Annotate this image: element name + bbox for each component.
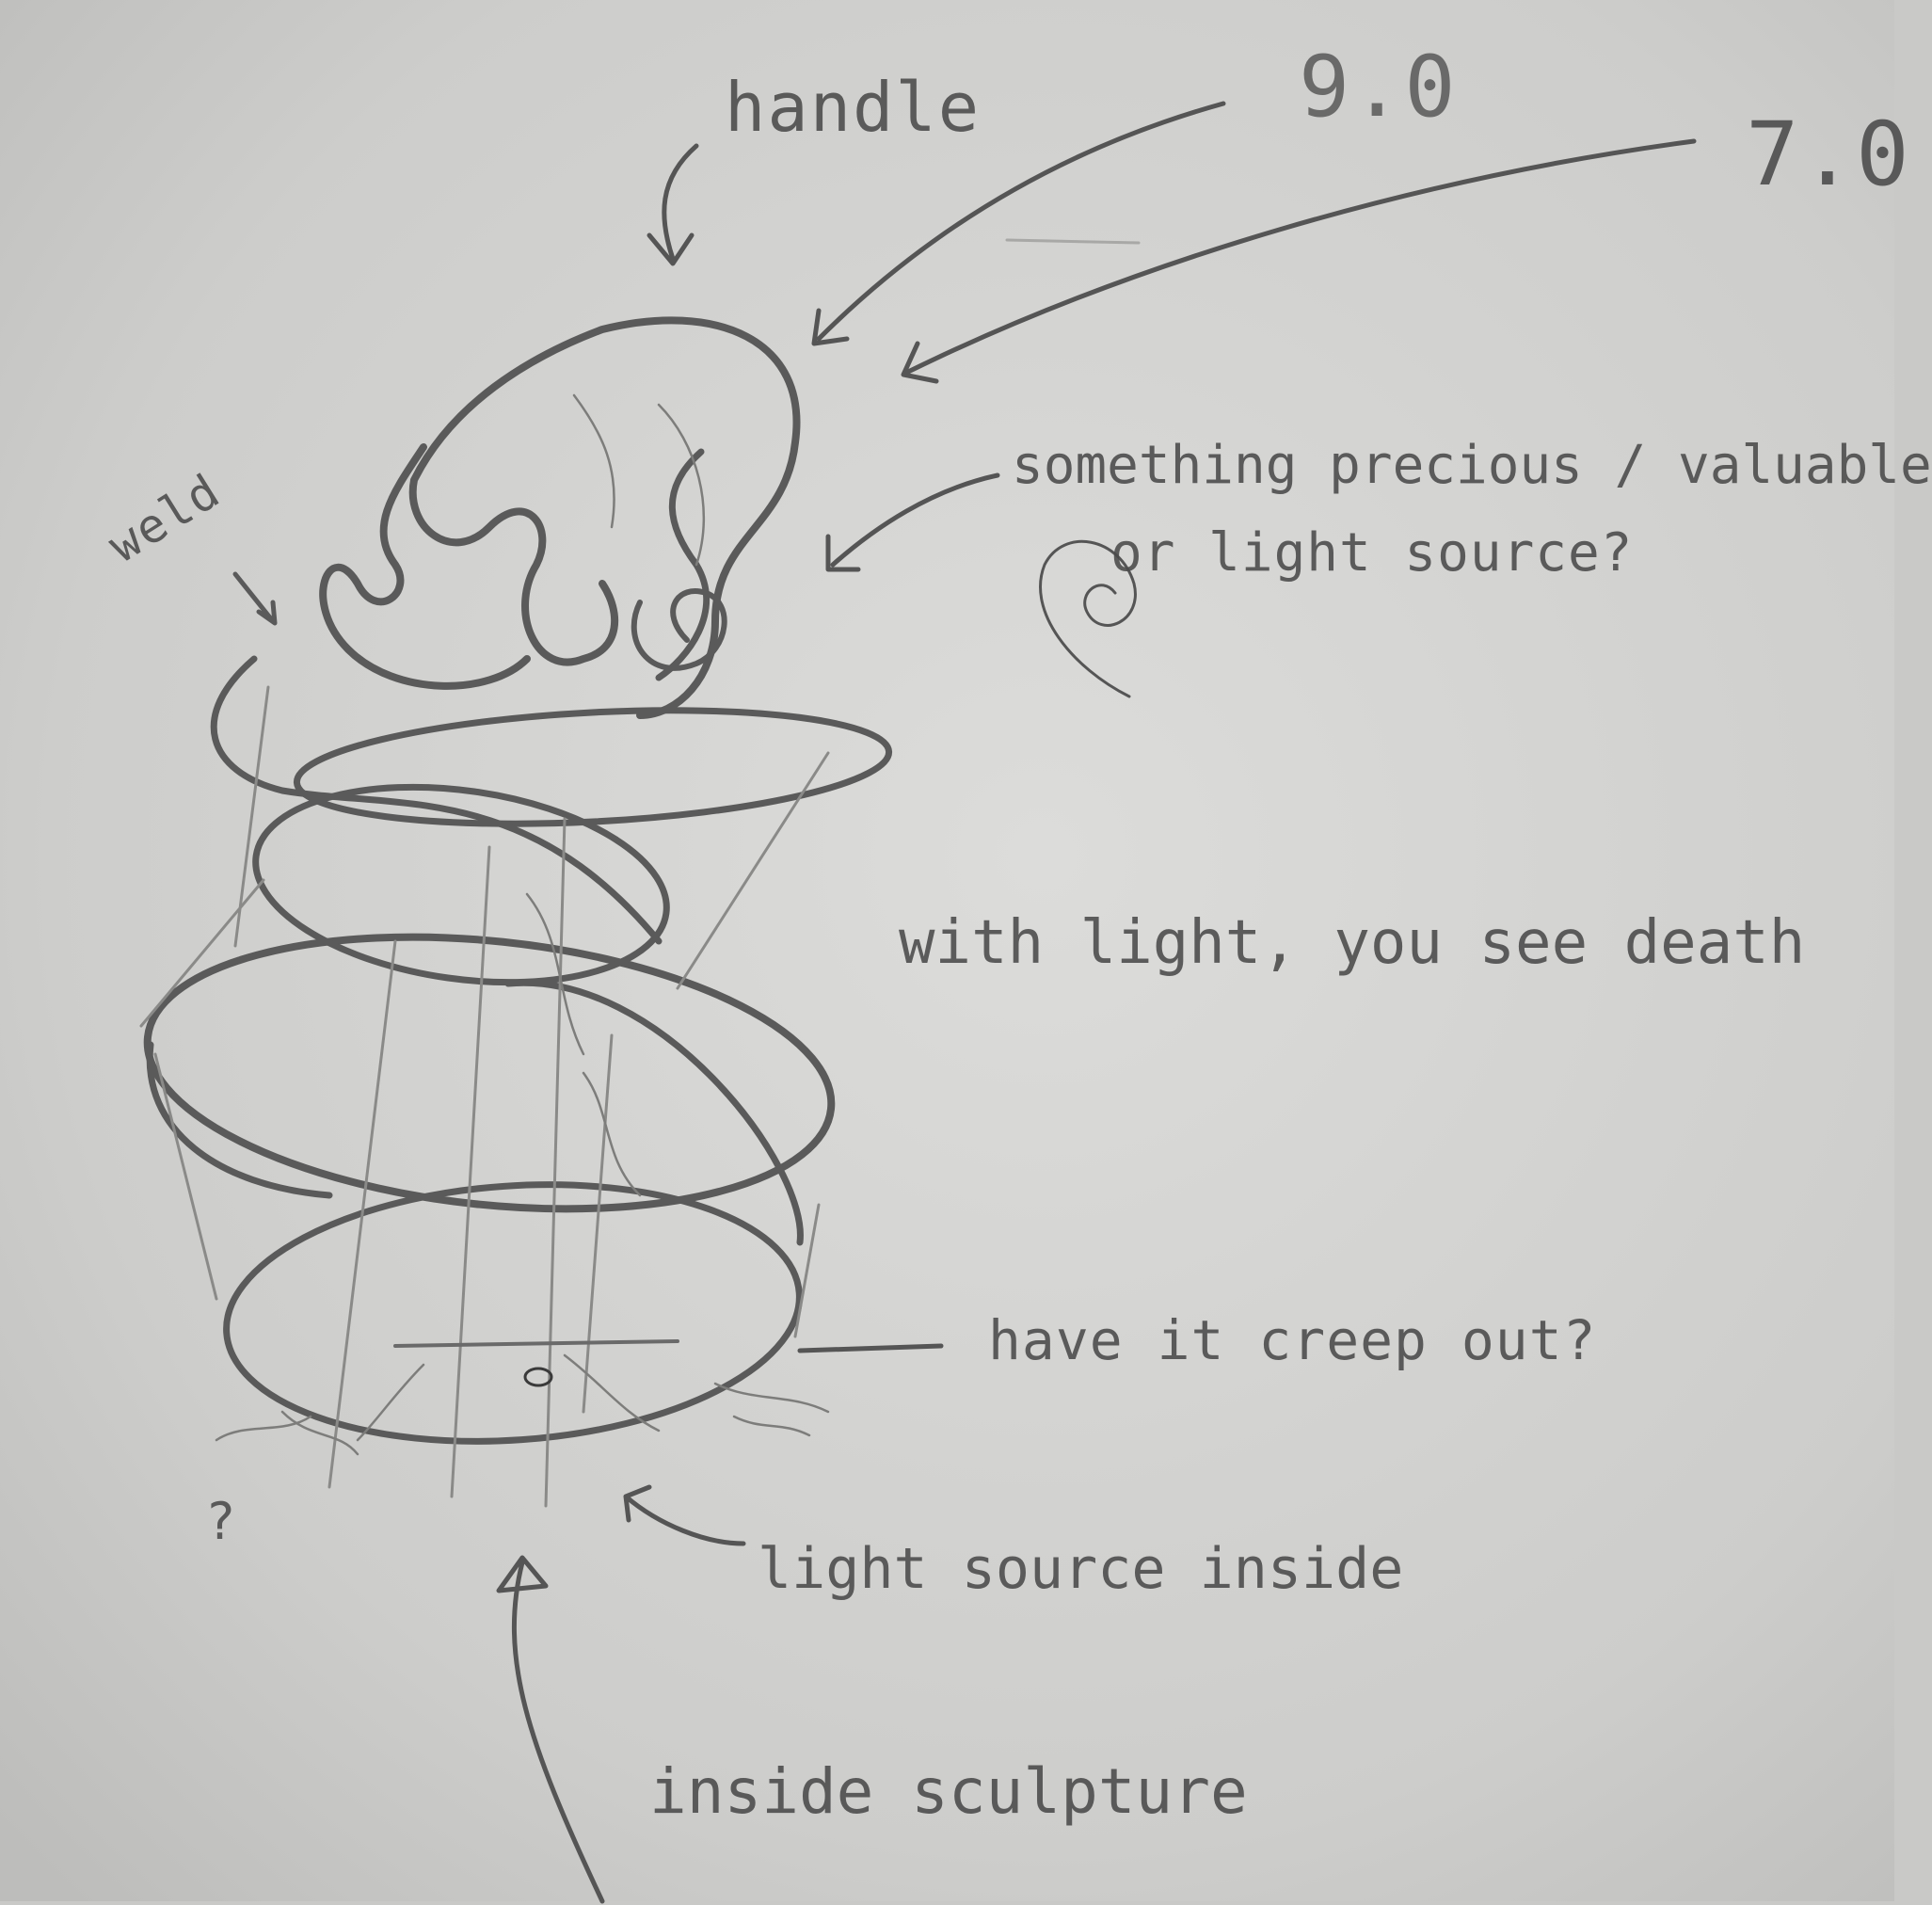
inside-sculpture-arrow	[496, 1555, 605, 1904]
upper-ring	[252, 783, 670, 986]
sculpture-body	[139, 316, 893, 1508]
swirl-ornament	[631, 588, 727, 671]
label-dimension-7: 7.0	[1746, 104, 1911, 206]
label-creep-out: have it creep out?	[988, 1308, 1597, 1372]
label-dimension-9: 9.0	[1299, 38, 1458, 136]
spiral-doodle	[1039, 539, 1137, 698]
spiral-stroke	[146, 655, 804, 1246]
base-bar	[393, 1339, 679, 1348]
label-inside-sculpture: inside sculpture	[649, 1755, 1248, 1828]
paper-background	[0, 0, 1894, 1901]
top-ring	[293, 707, 893, 827]
handle-wave-left	[319, 443, 531, 690]
annotation-arrows	[496, 101, 1697, 1904]
light-bulb-dot	[523, 1367, 553, 1387]
base-ring	[223, 1181, 803, 1445]
root-hairs	[215, 393, 830, 1456]
arrow-9	[811, 101, 1226, 346]
silhouette-lines	[139, 685, 830, 1508]
handle-loop	[408, 316, 801, 719]
creep-out-line	[797, 1343, 944, 1353]
label-light-source-inside: light source inside	[758, 1536, 1404, 1602]
arrow-7	[901, 138, 1697, 384]
middle-ring	[143, 933, 836, 1213]
label-precious-line1: something precious / valuable	[1012, 435, 1932, 496]
light-source-arrow	[623, 1484, 746, 1546]
sculpture-sketch-drawing	[0, 0, 1894, 1904]
precious-arrow	[825, 472, 1000, 572]
label-handle: handle	[725, 68, 982, 147]
label-question-mark: ?	[205, 1492, 238, 1551]
weld-arrow	[232, 571, 278, 626]
handle-arrow	[647, 143, 699, 266]
eraser-marks	[1005, 238, 1141, 245]
label-precious-line2: or light source?	[1110, 522, 1634, 584]
label-with-light: with light, you see death	[899, 908, 1806, 978]
